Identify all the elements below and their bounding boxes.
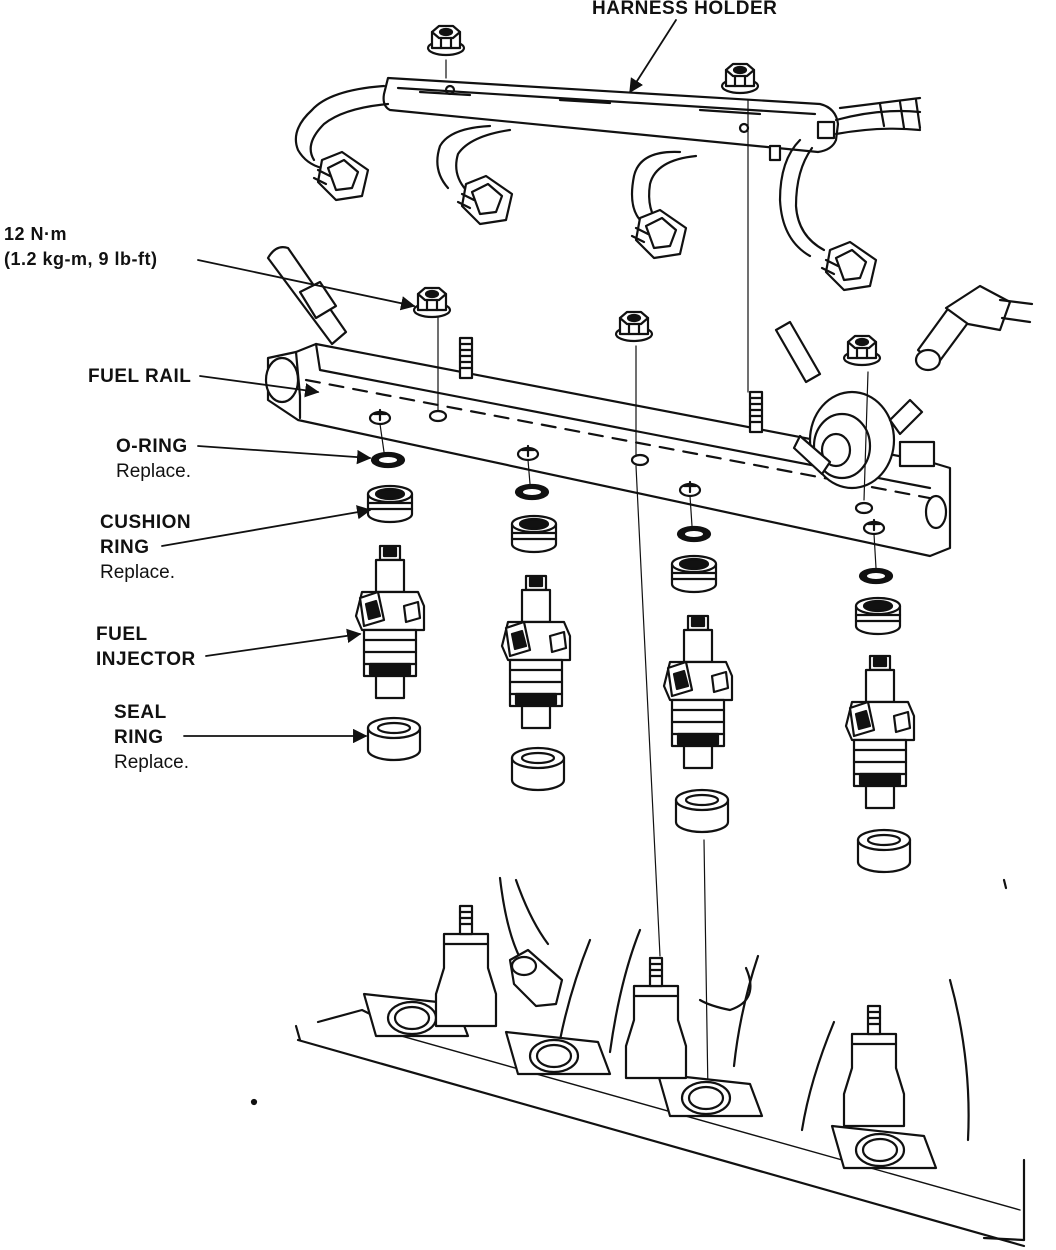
harness-nut-right <box>720 62 760 95</box>
intake-manifold <box>294 876 1026 1248</box>
fuel-rail-label: FUEL RAIL <box>88 364 191 389</box>
seal-ring-text-1: SEAL <box>114 702 167 723</box>
injector-socket-1 <box>434 904 498 1028</box>
intake-port-3 <box>656 1072 764 1118</box>
cushion-ring-text-2: RING <box>100 537 150 558</box>
rail-stud-right <box>748 390 764 434</box>
o-ring-note: Replace. <box>116 461 191 482</box>
cushion-ring-3 <box>670 554 718 594</box>
speck <box>250 1098 258 1106</box>
injector-socket-4 <box>842 1004 906 1128</box>
seal-ring-2 <box>510 746 566 792</box>
harness-connector-1 <box>312 150 370 202</box>
rail-hose-stub <box>774 320 822 384</box>
cushion-ring-1 <box>366 484 414 524</box>
harness-connector-4 <box>820 240 878 292</box>
seal-ring-text-2: RING <box>114 727 164 748</box>
leader-lines <box>161 19 677 744</box>
cushion-ring-text-1: CUSHION <box>100 512 192 533</box>
o-ring-1 <box>370 451 406 469</box>
vacuum-hose <box>914 284 1034 372</box>
fuel-injector-text-2: INJECTOR <box>96 649 196 670</box>
torque-spec-sub: (1.2 kg-m, 9 lb-ft) <box>4 249 158 269</box>
o-ring-label: O-RING Replace. <box>116 434 191 484</box>
cushion-ring-4 <box>854 596 902 636</box>
rail-stud-left <box>458 336 474 380</box>
alignment-lines <box>379 59 877 1095</box>
manifold-hose-stub <box>508 948 564 1008</box>
seal-ring-4 <box>856 828 912 874</box>
fuel-injector-4 <box>844 654 916 810</box>
o-ring-text: O-RING <box>116 436 188 457</box>
cushion-ring-note: Replace. <box>100 562 175 583</box>
seal-ring-note: Replace. <box>114 752 189 773</box>
fuel-rail-nut-1 <box>412 286 452 319</box>
seal-ring-3 <box>674 788 730 834</box>
seal-ring-1 <box>366 716 422 762</box>
cushion-ring-2 <box>510 514 558 554</box>
pressure-regulator <box>792 390 936 490</box>
fuel-rail-nut-3 <box>842 334 882 367</box>
o-ring-3 <box>676 525 712 543</box>
harness-holder <box>294 76 922 258</box>
fuel-injector-3 <box>662 614 734 770</box>
intake-port-4 <box>830 1124 938 1170</box>
harness-connector-2 <box>456 174 514 226</box>
fuel-injector-text-1: FUEL <box>96 624 148 645</box>
o-ring-2 <box>514 483 550 501</box>
fuel-injector-1 <box>354 544 426 700</box>
torque-spec-label: 12 N·m (1.2 kg-m, 9 lb-ft) <box>4 222 158 272</box>
injector-socket-3 <box>624 956 688 1080</box>
seal-ring-label: SEAL RING Replace. <box>114 700 189 775</box>
cushion-ring-label: CUSHION RING Replace. <box>100 510 191 585</box>
harness-nut-left <box>426 24 466 57</box>
harness-holder-label: HARNESS HOLDER <box>592 0 777 21</box>
harness-connector-3 <box>630 208 688 260</box>
o-ring-4 <box>858 567 894 585</box>
torque-spec-main: 12 N·m <box>4 224 68 244</box>
harness-holder-text: HARNESS HOLDER <box>592 0 778 19</box>
fuel-injector-label: FUEL INJECTOR <box>96 622 196 672</box>
intake-port-2 <box>504 1030 612 1076</box>
fuel-injector-2 <box>500 574 572 730</box>
fuel-rail-nut-2 <box>614 310 654 343</box>
fuel-rail-text: FUEL RAIL <box>88 366 192 387</box>
